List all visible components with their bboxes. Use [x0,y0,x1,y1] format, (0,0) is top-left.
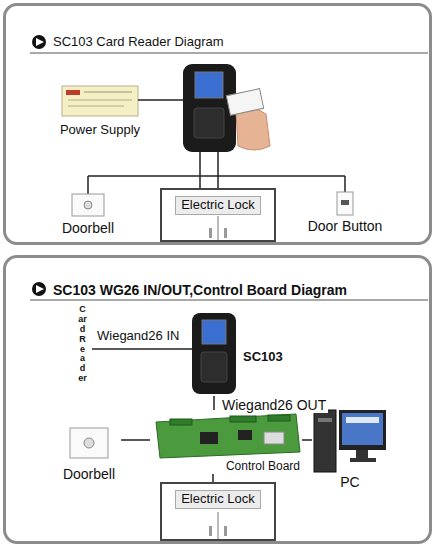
device-label: Electric Lock [175,490,261,509]
door-handle [224,228,227,238]
power-supply-logo [66,90,80,95]
hand [236,108,270,150]
chip [238,430,252,440]
doorbell-wire [87,176,89,194]
panel-two-art [30,282,428,541]
power-supply-print [84,92,132,93]
power-supply-print [68,106,124,107]
title-rule [30,53,428,54]
diagram-panel: SC103 Card Reader DiagramPower SupplyDoo… [3,3,432,245]
control-board: Control Board [150,410,302,474]
wiegand-in-wire [92,348,192,350]
terminal-block [230,416,256,422]
reader-body [192,313,236,394]
device-label: Doorbell [63,466,115,482]
doorbell-button [84,201,92,209]
card-reader: SC103 [188,312,291,396]
terminal-block [170,419,192,425]
device-label: SC103 [243,350,283,365]
doorbell-icon [70,428,108,458]
monitor-stand [356,450,368,458]
monitor-screen [342,413,383,445]
connector-line [302,439,312,441]
lock-wire [217,152,219,188]
play-icon [32,282,46,296]
power-supply-print [68,100,132,101]
device-label: Door Button [308,218,383,234]
reader-keypad [201,352,227,382]
play-triangle [36,285,44,293]
reader-body [183,64,236,152]
power-wire [138,99,183,101]
monitor-base [350,458,376,462]
device-label: PC [340,474,359,490]
title-rule [30,300,428,301]
relay [264,432,284,444]
doorbell-button [84,438,94,448]
door-handle [224,526,227,536]
diagram-panel: SC103 WG26 IN/OUT,Control Board DiagramS… [3,255,432,544]
pcb [156,414,300,458]
play-triangle [36,38,44,46]
door-split [218,216,219,242]
panel-title: SC103 WG26 IN/OUT,Control Board Diagram [53,282,347,298]
device-label: Control Board [226,460,300,474]
door-split [218,512,219,541]
connector-line [121,439,150,441]
bus-wire [88,175,345,177]
signal-label: Wiegand26 IN [97,329,179,344]
power-supply: Power Supply [54,84,146,138]
edge-label: Wiegand26 OUT [220,397,328,413]
card [226,89,263,116]
device-label: Electric Lock [175,196,261,215]
pc-drive [318,418,332,422]
door-handle [209,228,212,238]
lock-wire [199,152,201,188]
reader-screen [202,320,226,344]
doorbell: Doorbell [57,424,121,482]
electric-lock: Electric Lock [160,482,276,541]
doorbell: Doorbell [56,192,120,236]
door-button-icon [337,192,353,215]
door-handle [209,526,212,536]
chip [200,432,218,444]
monitor [339,410,386,450]
button-wire [344,176,346,192]
device-label: Doorbell [62,220,114,236]
door-button-key [341,200,349,205]
vertical-label: Card Reader [78,305,87,384]
power-supply-body [62,86,138,116]
doorbell-icon [72,194,104,216]
connector-line [212,474,214,482]
terminal-block [268,415,290,421]
door-button: Door Button [302,190,389,234]
screen-window [346,417,379,423]
electric-lock: Electric Lock [160,188,276,242]
play-icon [32,35,46,49]
connector-line [213,396,215,410]
device-label: Power Supply [60,123,140,138]
panel-title: SC103 Card Reader Diagram [53,35,224,50]
reader-keypad [194,108,224,138]
panel-one-art [30,35,428,242]
reader-screen [195,72,223,98]
computer: PC [312,408,388,490]
pc-tower [314,410,336,472]
